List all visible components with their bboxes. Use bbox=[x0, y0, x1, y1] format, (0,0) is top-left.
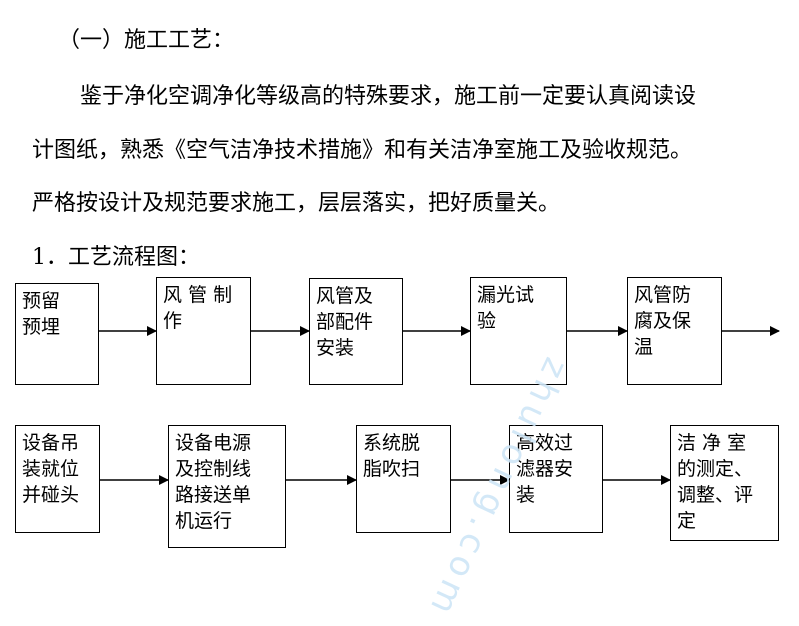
step-text-line: 滤器安 bbox=[516, 458, 574, 480]
step-text-line: 并碰头 bbox=[22, 484, 80, 506]
row2-step-5: 洁 净 室的测定、调整、评定 bbox=[670, 425, 779, 541]
step-text-line: 漏光试 bbox=[477, 284, 535, 306]
step-text-line: 部配件 bbox=[316, 311, 374, 333]
step-text-line: 腐及保 bbox=[634, 310, 692, 332]
section-heading: （一）施工工艺： bbox=[58, 28, 235, 53]
step-text-line: 定 bbox=[677, 510, 697, 532]
step-text-line: 装 bbox=[516, 484, 536, 506]
paragraph-line-1: 鉴于净化空调净化等级高的特殊要求，施工前一定要认真阅读设 bbox=[80, 84, 697, 109]
row2-step-3: 系统脱脂吹扫 bbox=[356, 425, 451, 533]
step-text-line: 预埋 bbox=[22, 316, 61, 338]
step-text-line: 风管防 bbox=[634, 284, 692, 306]
row1-step-3: 风管及部配件安装 bbox=[309, 278, 403, 385]
row1-step-5: 风管防腐及保温 bbox=[627, 277, 722, 385]
step-text-line: 机运行 bbox=[175, 510, 233, 532]
step-text-line: 路接送单 bbox=[175, 484, 252, 506]
step-text-line: 设备吊 bbox=[22, 432, 80, 454]
step-text-line: 设备电源 bbox=[175, 432, 252, 454]
step-text-line: 高效过 bbox=[516, 432, 574, 454]
step-text-line: 及控制线 bbox=[175, 458, 252, 480]
step-text-line: 安装 bbox=[316, 337, 355, 359]
row2-step-2: 设备电源及控制线路接送单机运行 bbox=[168, 425, 286, 548]
step-text-line: 调整、评 bbox=[677, 484, 754, 506]
step-text-line: 温 bbox=[634, 336, 654, 358]
row1-step-2: 风 管 制作 bbox=[156, 277, 251, 385]
paragraph-line-2: 计图纸，熟悉《空气洁净技术措施》和有关洁净室施工及验收规范。 bbox=[32, 138, 693, 163]
step-text-line: 作 bbox=[163, 310, 183, 332]
step-text-line: 验 bbox=[477, 310, 497, 332]
step-text-line: 风管及 bbox=[316, 285, 374, 307]
paragraph-line-3: 严格按设计及规范要求施工，层层落实，把好质量关。 bbox=[32, 191, 561, 216]
step-text-line: 洁 净 室 bbox=[677, 432, 747, 454]
step-text-line: 的测定、 bbox=[677, 458, 754, 480]
row1-step-1: 预留预埋 bbox=[15, 283, 99, 385]
row1-step-4: 漏光试验 bbox=[470, 277, 567, 385]
step-text-line: 脂吹扫 bbox=[363, 458, 421, 480]
step-text-line: 系统脱 bbox=[363, 432, 421, 454]
step-text-line: 预留 bbox=[22, 290, 61, 312]
step-text-line: 装就位 bbox=[22, 458, 80, 480]
row2-step-1: 设备吊装就位并碰头 bbox=[15, 425, 100, 533]
row2-step-4: 高效过滤器安装 bbox=[509, 425, 603, 533]
step-text-line: 风 管 制 bbox=[163, 284, 233, 306]
flowchart-heading: 1．工艺流程图： bbox=[32, 245, 200, 270]
